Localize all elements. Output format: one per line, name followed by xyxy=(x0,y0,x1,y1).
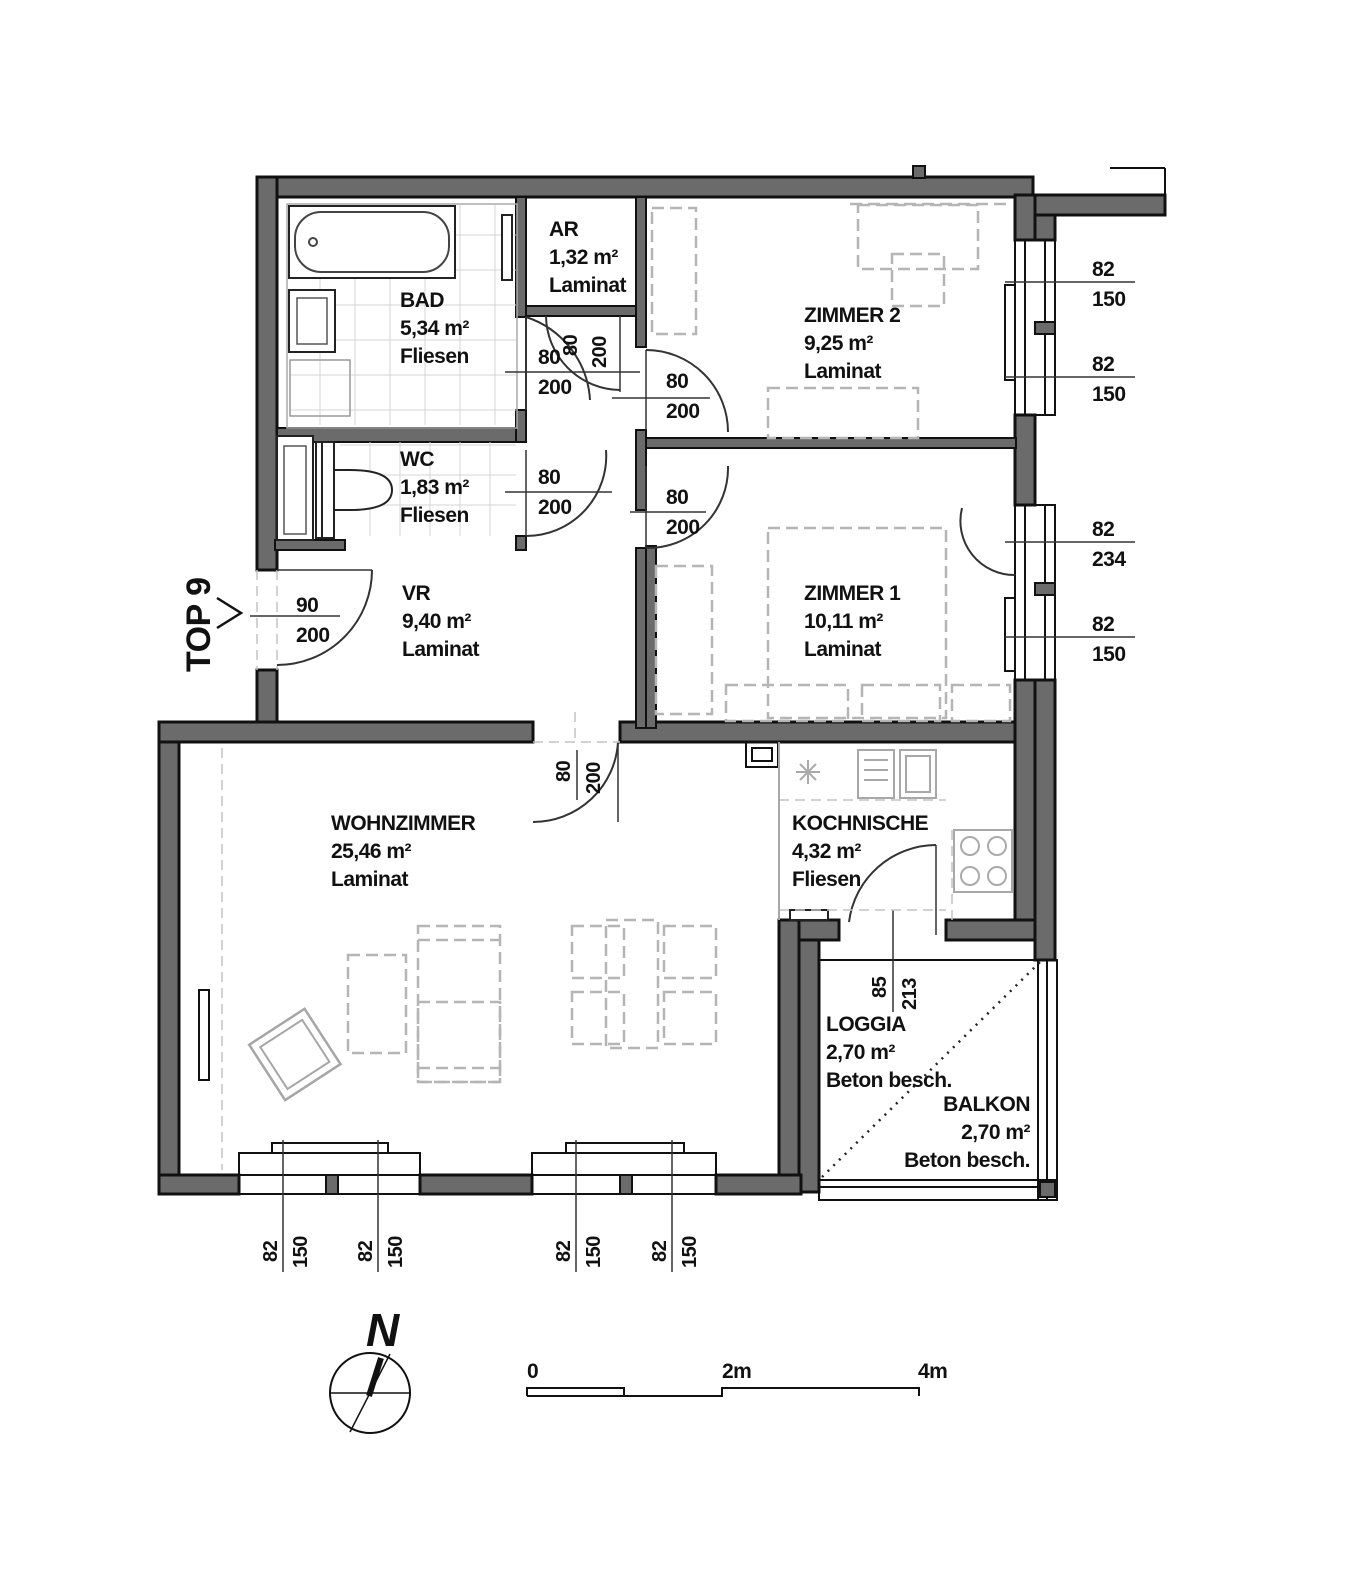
unit-label: TOP 9 xyxy=(180,577,218,672)
door-ar-width: 80 xyxy=(560,334,582,356)
room-area: 9,25 m² xyxy=(804,332,873,355)
window-wz2-width: 82 xyxy=(355,1240,377,1262)
window-wz4-width: 82 xyxy=(649,1240,671,1262)
door-wohnzimmer-width: 80 xyxy=(553,760,575,782)
room-name: ZIMMER 2 xyxy=(804,304,900,327)
door-zimmer1-height: 200 xyxy=(666,516,700,539)
furniture xyxy=(247,202,1013,1102)
room-kochnische: KOCHNISCHE 4,32 m² Fliesen xyxy=(792,812,929,891)
door-wohnzimmer-height: 200 xyxy=(583,762,605,794)
room-ar: AR 1,32 m² Laminat xyxy=(549,218,627,297)
room-name: WC xyxy=(400,448,434,471)
room-area: 1,32 m² xyxy=(549,246,618,269)
door-zimmer1-width: 80 xyxy=(666,486,688,509)
window-z2-top-height: 150 xyxy=(1092,288,1126,311)
room-floor: Fliesen xyxy=(400,504,469,527)
scale-label-4m: 4m xyxy=(918,1360,947,1383)
window-wz4-height: 150 xyxy=(679,1236,701,1268)
room-floor: Fliesen xyxy=(400,345,469,368)
room-name: AR xyxy=(549,218,579,241)
window-wz3-width: 82 xyxy=(553,1240,575,1262)
scale-bar: 0 2m 4m xyxy=(526,1360,948,1397)
room-loggia: LOGGIA 2,70 m² Beton besch. xyxy=(826,1013,952,1092)
room-floor: Laminat xyxy=(331,868,409,891)
room-bad: BAD 5,34 m² Fliesen xyxy=(400,289,470,368)
room-floor: Laminat xyxy=(804,360,882,383)
door-bad-height: 200 xyxy=(538,376,572,399)
room-name: BALKON xyxy=(943,1093,1030,1116)
room-name: VR xyxy=(402,582,431,605)
bathroom-fixtures xyxy=(276,203,518,541)
room-area: 2,70 m² xyxy=(961,1121,1030,1144)
door-dimensions: 80 200 80 200 80 200 80 200 80 200 90 20… xyxy=(296,334,921,1010)
room-name: KOCHNISCHE xyxy=(792,812,929,835)
room-area: 4,32 m² xyxy=(792,840,861,863)
window-z2-bottom-height: 150 xyxy=(1092,383,1126,406)
door-bad-width: 80 xyxy=(538,346,560,369)
room-balkon: BALKON 2,70 m² Beton besch. xyxy=(904,1093,1031,1172)
scale-label-2m: 2m xyxy=(722,1360,751,1383)
window-z2-top-width: 82 xyxy=(1092,258,1114,281)
room-zimmer-2: ZIMMER 2 9,25 m² Laminat xyxy=(804,304,901,383)
unit-label-group: TOP 9 xyxy=(180,577,244,672)
door-wc-height: 200 xyxy=(538,496,572,519)
room-name: LOGGIA xyxy=(826,1013,906,1036)
window-z1-top-height: 234 xyxy=(1092,548,1126,571)
window-dimensions: 82 150 82 150 82 234 82 150 82 150 82 15… xyxy=(260,258,1127,1268)
room-area: 10,11 m² xyxy=(804,610,883,633)
room-zimmer-1: ZIMMER 1 10,11 m² Laminat xyxy=(804,582,902,661)
door-wc-width: 80 xyxy=(538,466,560,489)
room-vr: VR 9,40 m² Laminat xyxy=(402,582,480,661)
door-loggia-height: 213 xyxy=(899,978,921,1010)
room-area: 2,70 m² xyxy=(826,1041,895,1064)
room-wohnzimmer: WOHNZIMMER 25,46 m² Laminat xyxy=(331,812,476,891)
room-floor: Laminat xyxy=(402,638,480,661)
loggia-balkon xyxy=(818,959,1058,1201)
room-name: ZIMMER 1 xyxy=(804,582,901,605)
window-z1-bottom-height: 150 xyxy=(1092,643,1126,666)
window-z2-bottom-width: 82 xyxy=(1092,353,1114,376)
scale-label-0: 0 xyxy=(527,1360,538,1383)
window-wz1-width: 82 xyxy=(260,1240,282,1262)
north-label: N xyxy=(366,1304,400,1356)
door-zimmer2-width: 80 xyxy=(666,370,688,393)
windows xyxy=(198,239,1056,1195)
room-wc: WC 1,83 m² Fliesen xyxy=(400,448,470,527)
room-floor: Fliesen xyxy=(792,868,861,891)
window-z1-bottom-width: 82 xyxy=(1092,613,1114,636)
room-area: 1,83 m² xyxy=(400,476,469,499)
door-entrance-height: 200 xyxy=(296,624,330,647)
door-loggia-width: 85 xyxy=(869,976,891,998)
room-floor: Beton besch. xyxy=(826,1069,952,1092)
window-wz2-height: 150 xyxy=(385,1236,407,1268)
walls xyxy=(157,165,1167,1196)
door-ar-height: 200 xyxy=(589,336,611,368)
window-z1-top-width: 82 xyxy=(1092,518,1114,541)
door-entrance-width: 90 xyxy=(296,594,318,617)
room-area: 9,40 m² xyxy=(402,610,471,633)
room-area: 25,46 m² xyxy=(331,840,412,863)
doors xyxy=(250,315,1016,1012)
room-floor: Laminat xyxy=(804,638,882,661)
room-name: BAD xyxy=(400,289,444,312)
room-floor: Beton besch. xyxy=(904,1149,1030,1172)
room-name: WOHNZIMMER xyxy=(331,812,476,835)
room-area: 5,34 m² xyxy=(400,317,469,340)
north-arrow: N xyxy=(329,1304,411,1434)
room-floor: Laminat xyxy=(549,274,627,297)
window-dimension-lines xyxy=(282,281,1135,1272)
door-zimmer2-height: 200 xyxy=(666,400,700,423)
window-wz3-height: 150 xyxy=(583,1236,605,1268)
entry-arrow-icon xyxy=(216,596,244,630)
room-labels: BAD 5,34 m² Fliesen AR 1,32 m² Laminat Z… xyxy=(331,218,1031,1172)
window-wz1-height: 150 xyxy=(290,1236,312,1268)
